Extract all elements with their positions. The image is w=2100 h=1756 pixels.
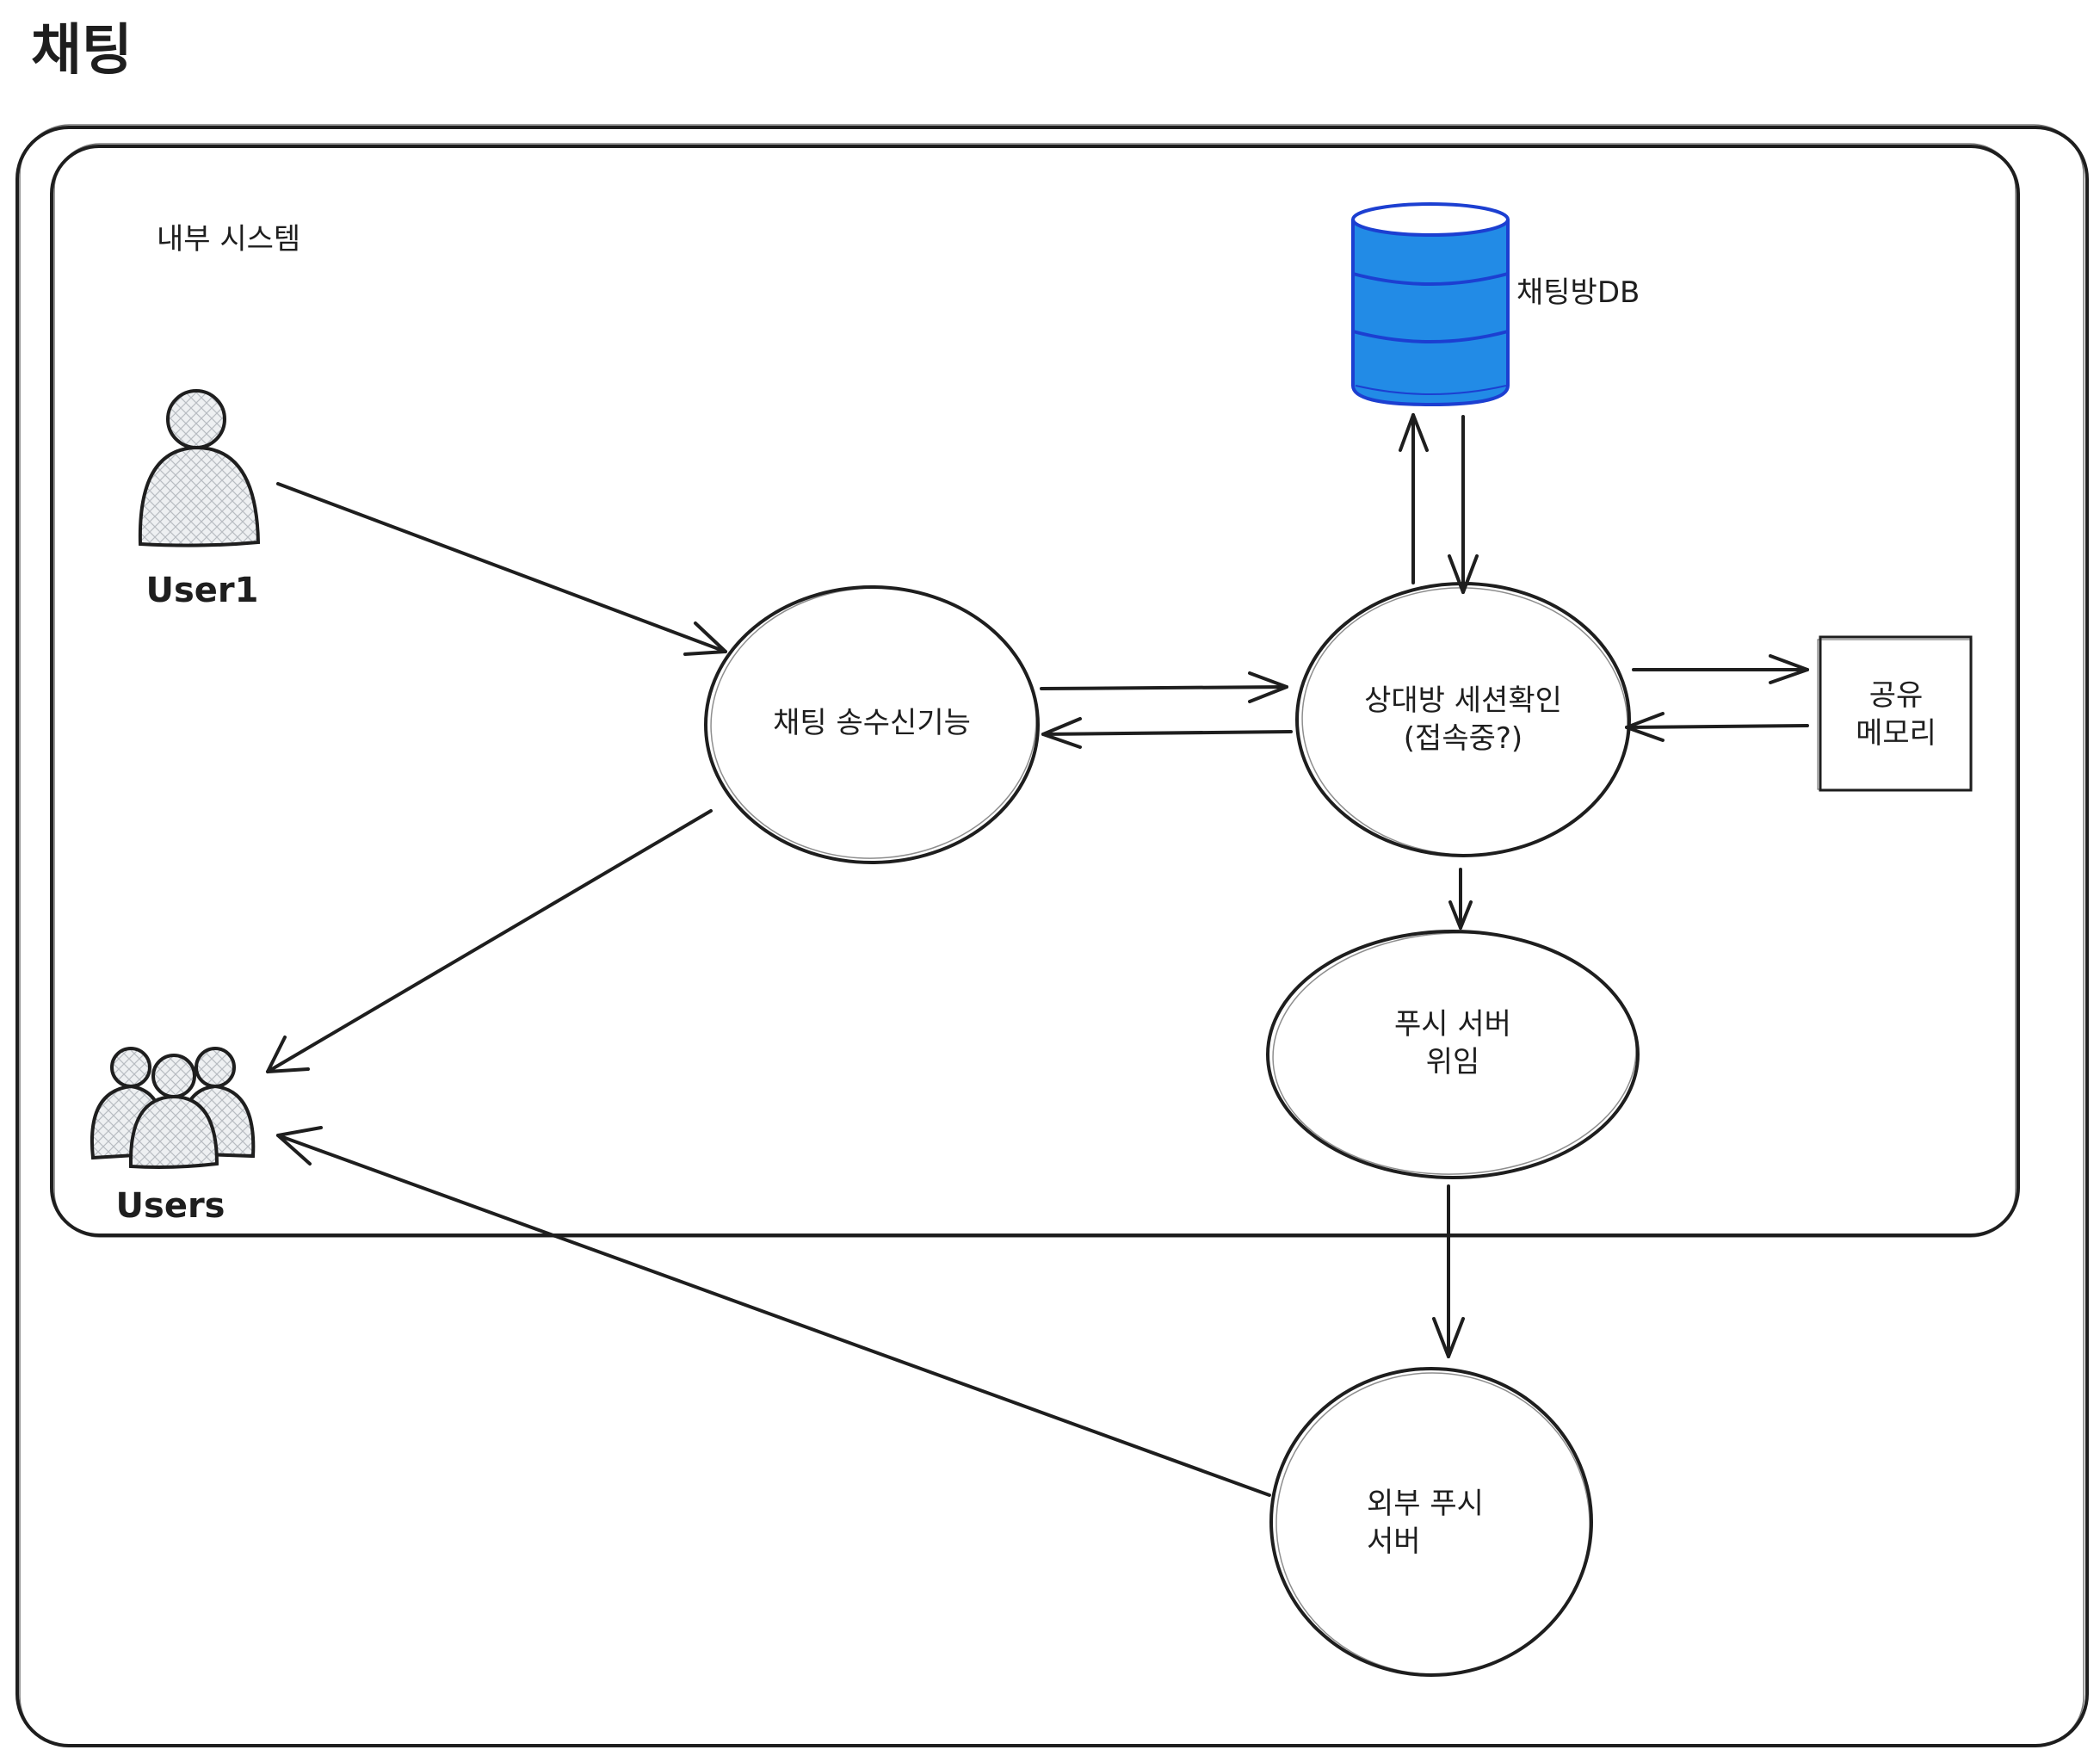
edge-chat-io-to-users [266, 809, 713, 1073]
edge-session-check-to-chat-io [1041, 717, 1293, 749]
chat-io-node [704, 585, 1040, 864]
push-delegate-node [1266, 930, 1640, 1179]
shared-memory-label: 공유 메모리 [1856, 677, 1936, 751]
chatroom-db-label: 채팅방DB [1516, 275, 1640, 310]
user-icon [138, 389, 261, 547]
external-push-label: 외부 푸시 서버 [1367, 1487, 1484, 1560]
edge-external-push-to-users [276, 1126, 1271, 1497]
internal-system-group [50, 145, 2020, 1237]
chat-io-label: 채팅 송수신기능 [773, 705, 971, 740]
users-label: Users [115, 1186, 225, 1226]
edge-session-check-to-shared-memory [1632, 654, 1809, 684]
internal-system-label: 내부 시스템 [157, 222, 301, 257]
users-group-icon [90, 1047, 256, 1169]
session-check-label: 상대방 세션확인 (접속중?) [1364, 683, 1562, 756]
database-icon [1351, 202, 1510, 407]
external-push-node [1269, 1367, 1593, 1677]
edge-push-delegate-to-external-push [1432, 1184, 1465, 1358]
page-title: 채팅 [31, 19, 133, 83]
outer-frame [15, 126, 2089, 1747]
edge-shared-memory-to-session-check [1625, 712, 1809, 742]
edge-user1-to-chat-io [276, 482, 727, 656]
edge-db-to-session-check [1448, 415, 1479, 594]
shared-memory-node [1819, 635, 1973, 792]
edge-session-check-to-push-delegate [1448, 868, 1473, 930]
edge-session-check-to-db [1399, 413, 1429, 584]
push-delegate-label: 푸시 서버 위임 [1394, 1006, 1511, 1079]
edge-chat-io-to-session-check [1040, 671, 1288, 703]
user1-label: User1 [145, 571, 259, 610]
